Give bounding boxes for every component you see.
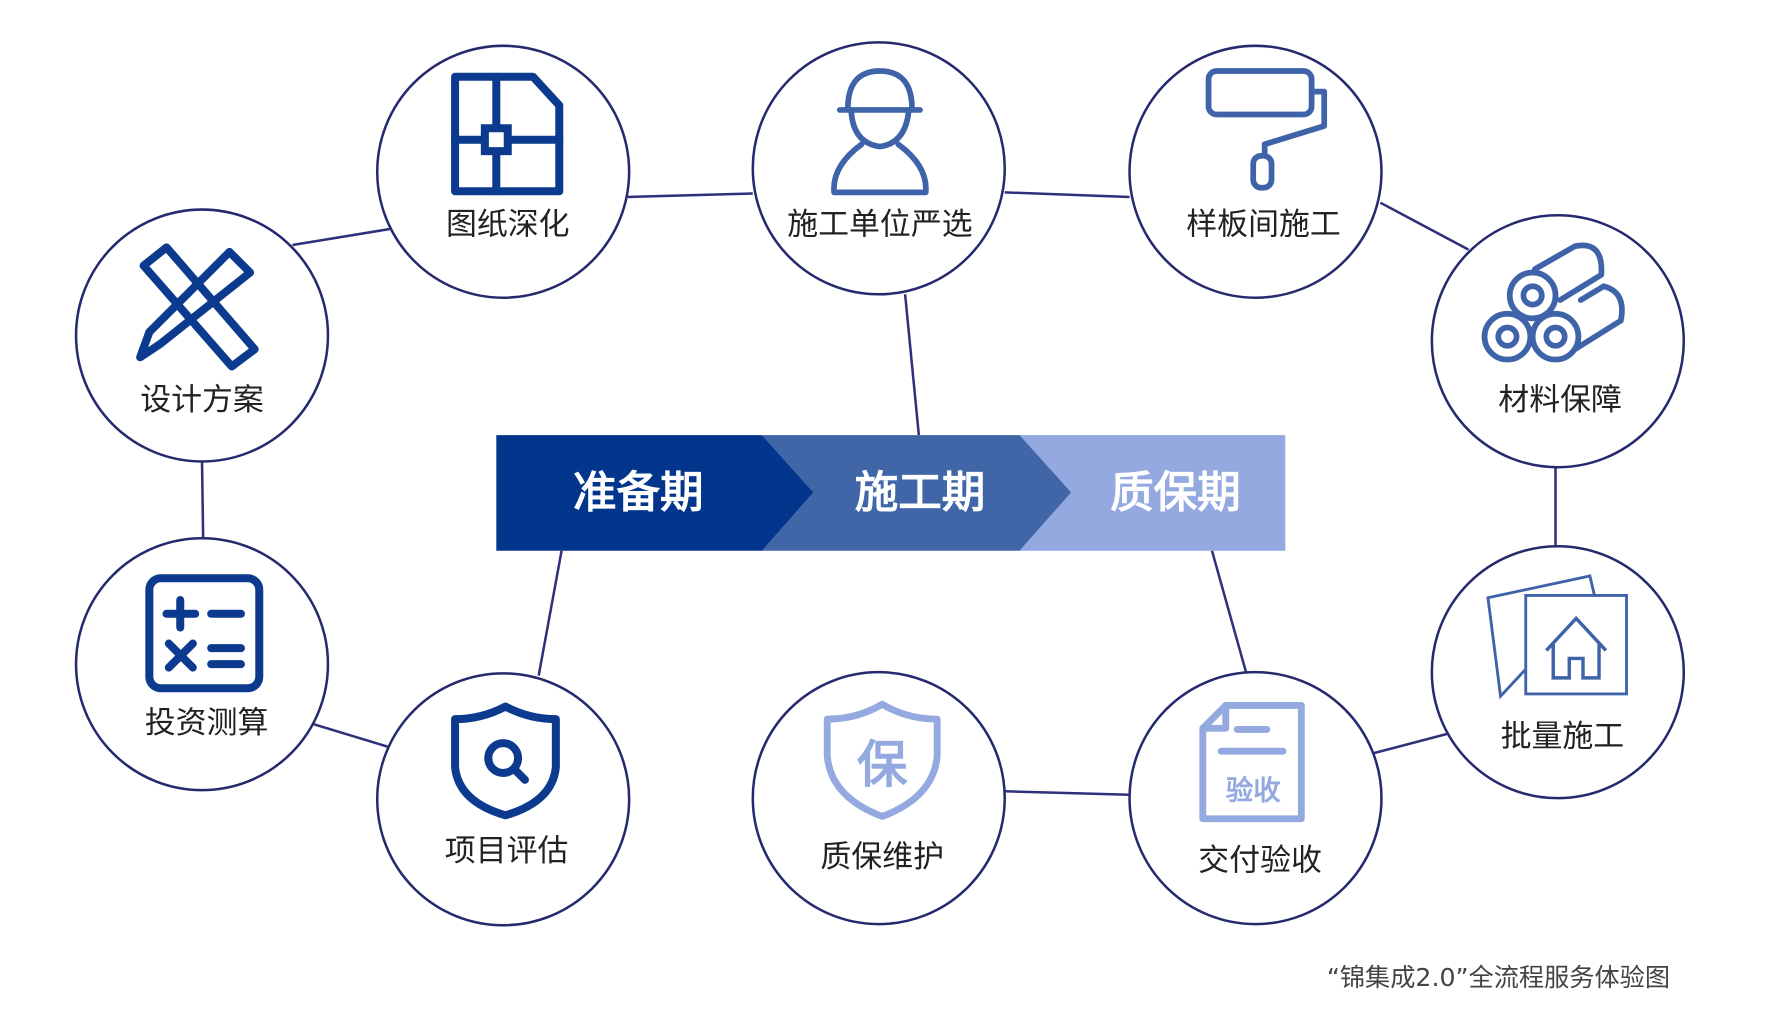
node-project-evaluation: 项目评估 — [375, 672, 631, 927]
link-batch-delivery — [1371, 732, 1448, 755]
link-delivery-phases — [1210, 550, 1248, 674]
house-documents-icon — [1486, 574, 1628, 700]
node-label: 材料保障 — [1498, 382, 1622, 418]
node-delivery-acceptance: 验收 交付验收 — [1128, 670, 1383, 926]
link-contractor-phases — [903, 294, 921, 436]
link-invest-evaluation — [311, 722, 388, 748]
node-material-supply: 材料保障 — [1430, 214, 1686, 469]
node-investment-calc: 投资测算 — [74, 536, 330, 792]
acceptance-document-icon: 验收 — [1199, 701, 1305, 823]
calculator-icon — [145, 574, 264, 693]
shield-warranty-icon: 保 — [823, 700, 941, 820]
node-contractor-selection: 施工单位严选 — [751, 41, 1006, 296]
shield-search-icon — [451, 702, 560, 820]
link-model-material — [1379, 201, 1470, 251]
phase-prep-label: 准备期 — [573, 468, 704, 518]
node-batch-construction: 批量施工 — [1430, 544, 1686, 800]
link-evaluation-phases — [537, 550, 563, 676]
node-label: 设计方案 — [140, 382, 264, 418]
paint-roller-icon — [1205, 68, 1328, 191]
floor-plan-icon — [451, 72, 564, 196]
node-label: 投资测算 — [145, 705, 269, 741]
worker-helmet-icon — [831, 68, 929, 196]
diagram-caption: “锦集成2.0”全流程服务体验图 — [1327, 963, 1670, 992]
node-label: 交付验收 — [1198, 842, 1322, 878]
link-delivery-warranty — [1004, 790, 1130, 796]
ruler-pencil-icon — [136, 243, 259, 371]
phase-construction-block — [761, 435, 1072, 551]
phase-banner: 准备期 施工期 质保期 — [496, 435, 1286, 551]
node-warranty-maintenance: 保 质保维护 — [751, 670, 1006, 926]
node-label: 项目评估 — [445, 833, 569, 869]
node-drawing-detail: 图纸深化 — [375, 44, 631, 299]
svg-text:验收: 验收 — [1226, 774, 1281, 806]
connectors — [200, 191, 1557, 796]
phase-warranty-block — [1019, 435, 1286, 551]
node-model-room: 样板间施工 — [1128, 44, 1383, 299]
node-label: 批量施工 — [1501, 719, 1625, 755]
phase-warranty-label: 质保期 — [1110, 468, 1241, 518]
link-drawing-contractor — [627, 192, 753, 199]
node-label: 样板间施工 — [1186, 207, 1341, 243]
link-contractor-model — [1004, 191, 1130, 199]
svg-text:保: 保 — [857, 735, 908, 794]
link-design-drawing — [292, 227, 391, 247]
link-design-invest — [200, 461, 205, 539]
node-label: 图纸深化 — [446, 207, 570, 243]
node-label: 质保维护 — [820, 839, 944, 875]
pipes-icon — [1481, 242, 1625, 363]
phase-construction-label: 施工期 — [855, 468, 985, 518]
node-label: 施工单位严选 — [787, 207, 972, 243]
node-design-plan: 设计方案 — [74, 208, 330, 463]
phase-prep-block — [496, 435, 814, 551]
